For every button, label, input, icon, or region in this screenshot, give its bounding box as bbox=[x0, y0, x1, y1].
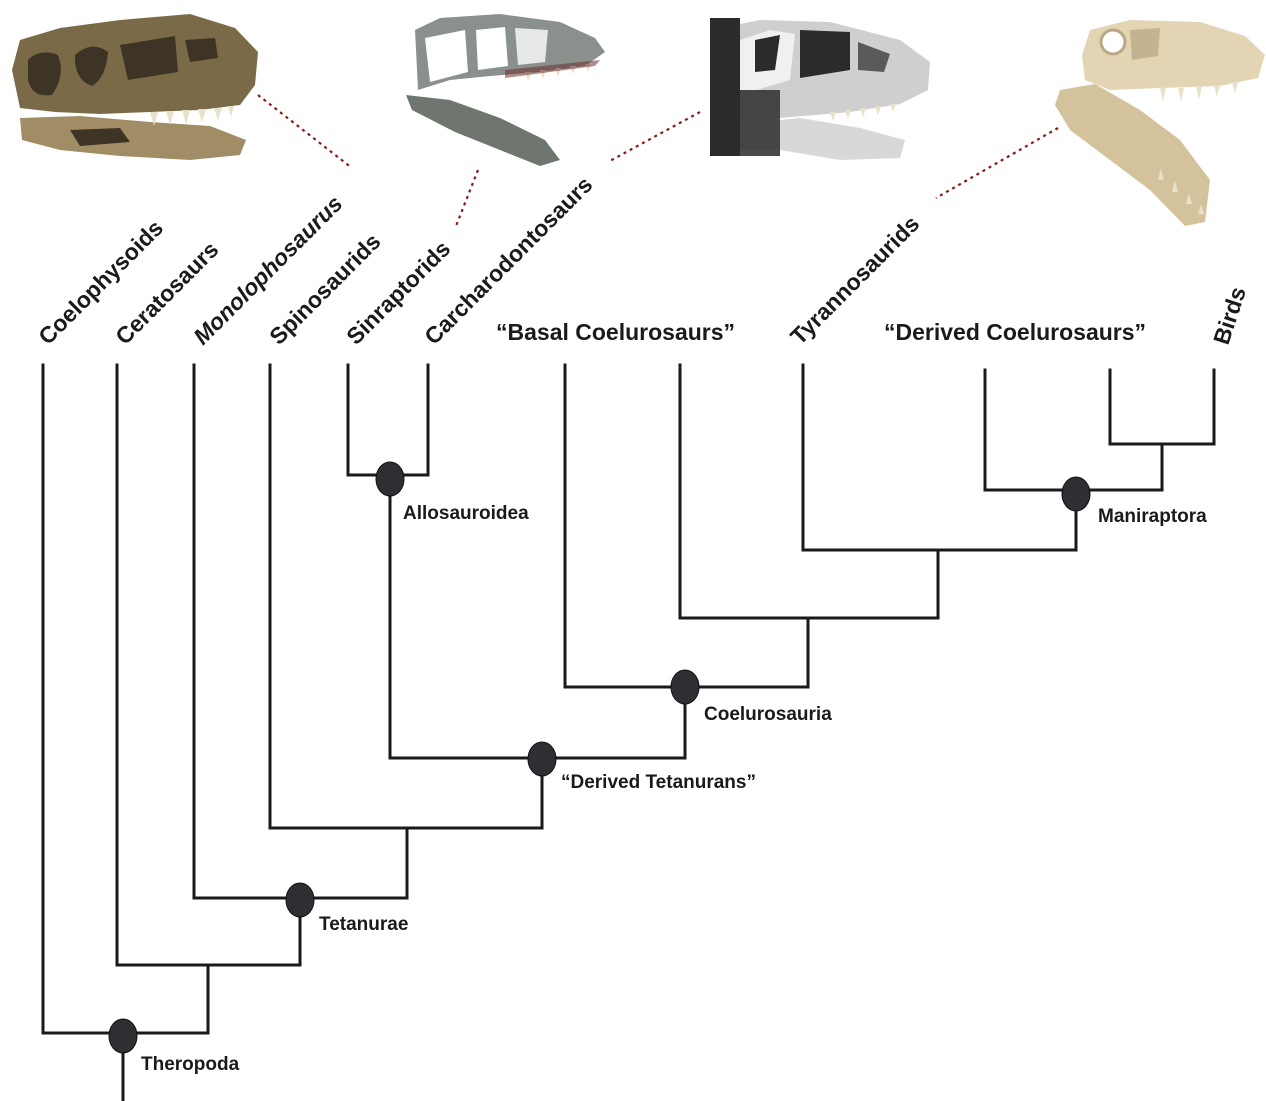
skull-image-3 bbox=[710, 18, 930, 160]
node-marker-coelurosauria bbox=[671, 670, 699, 704]
taxon-label-birds: Birds bbox=[1208, 284, 1251, 348]
node-label-maniraptora: Maniraptora bbox=[1098, 506, 1207, 527]
tree-branches bbox=[43, 365, 1214, 1100]
node-marker-derived-tetanurans bbox=[528, 742, 556, 776]
node-label-derived-tetanurans: “Derived Tetanurans” bbox=[561, 772, 756, 793]
node-label-theropoda: Theropoda bbox=[141, 1054, 240, 1075]
taxon-label-basal-coelurosaurs: “Basal Coelurosaurs” bbox=[496, 319, 735, 345]
skull-image-1 bbox=[12, 14, 258, 160]
skull-image-2 bbox=[406, 14, 605, 166]
node-marker-maniraptora bbox=[1062, 477, 1090, 511]
skull-image-4 bbox=[1055, 20, 1265, 226]
node-label-coelurosauria: Coelurosauria bbox=[704, 704, 832, 725]
leader-line-tyrannosaurids bbox=[936, 128, 1058, 198]
node-marker-allosauroidea bbox=[376, 462, 404, 496]
node-label-tetanurae: Tetanurae bbox=[319, 914, 408, 935]
taxon-label-derived-coelurosaurs: “Derived Coelurosaurs” bbox=[884, 319, 1146, 345]
leader-line-sinraptorids bbox=[456, 170, 478, 226]
node-marker-theropoda bbox=[109, 1019, 137, 1053]
node-label-allosauroidea: Allosauroidea bbox=[403, 503, 529, 524]
leader-line-carcharodontosaurs bbox=[608, 112, 700, 162]
leader-line-monolophosaurus bbox=[258, 95, 352, 168]
node-marker-tetanurae bbox=[286, 883, 314, 917]
taxon-label-monolophosaurus: Monolophosaurus bbox=[188, 190, 347, 349]
